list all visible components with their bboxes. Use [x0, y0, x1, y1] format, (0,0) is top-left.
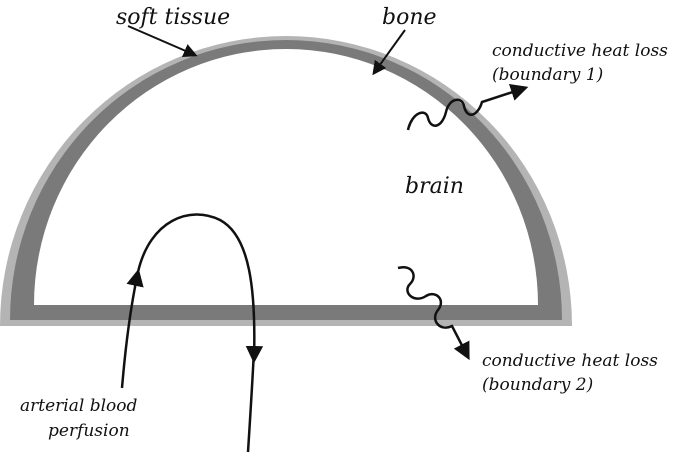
heat-loss-boundary-1-label-line2: (boundary 1) — [492, 65, 603, 85]
heat-loss-boundary-2-arrow — [397, 265, 470, 361]
brain-label: brain — [405, 174, 464, 199]
bone-label: bone — [382, 5, 437, 30]
arterial-perfusion-loop-curve — [136, 213, 264, 364]
heat-loss-boundary-2-label-line2: (boundary 2) — [482, 375, 593, 395]
perfusion-label-line1: arterial blood — [20, 396, 137, 416]
arterial-perfusion-loop-tail — [246, 349, 256, 453]
brain-region — [34, 49, 538, 305]
heat-loss-boundary-2-label-line1: conductive heat loss — [482, 351, 658, 371]
heat-loss-boundary-1-arrow — [406, 84, 529, 131]
soft-tissue-label: soft tissue — [116, 5, 230, 30]
soft-tissue-pointer-arrow — [127, 25, 198, 57]
heat-loss-boundary-1-label-line1: conductive heat loss — [492, 41, 668, 61]
bone-pointer-arrow — [372, 29, 406, 76]
perfusion-label-line2: perfusion — [48, 421, 130, 441]
arterial-perfusion-loop-arrow — [120, 268, 144, 389]
